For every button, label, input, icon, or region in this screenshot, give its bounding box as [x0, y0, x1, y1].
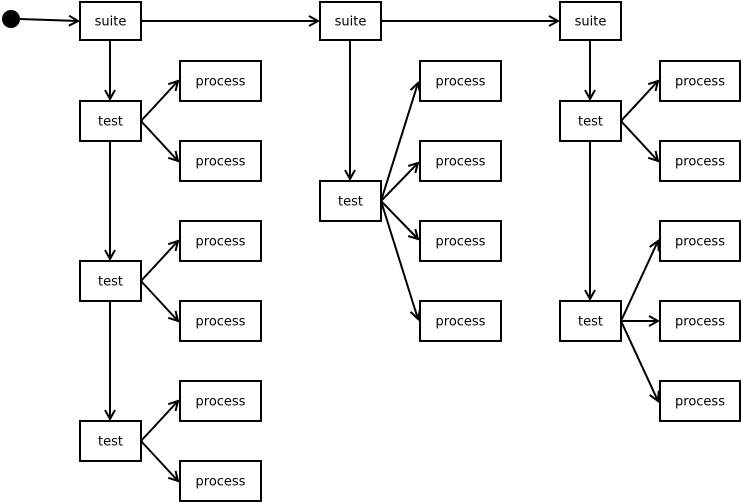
node-process-3: process [179, 220, 262, 262]
node-process-3-label: process [196, 235, 246, 250]
node-process-15: process [659, 380, 741, 422]
edge-test-6-to-process-13 [620, 241, 658, 322]
node-process-15-box [659, 380, 741, 422]
edge-test-3-to-process-6 [140, 440, 178, 481]
node-test-1-label: test [98, 115, 123, 130]
node-process-9-box [419, 220, 502, 262]
node-process-6-box [179, 460, 262, 502]
edge-start-to-suite-1 [19, 19, 78, 21]
node-process-8-label: process [436, 155, 486, 170]
node-process-12-label: process [675, 155, 725, 170]
edge-test-4-to-process-9 [380, 200, 418, 239]
node-process-10-label: process [436, 315, 486, 330]
node-suite-1-box [79, 1, 142, 41]
node-suite-2-box [319, 1, 382, 41]
node-test-5: test [559, 100, 622, 142]
node-test-4: test [319, 180, 382, 222]
node-test-3: test [79, 420, 142, 462]
node-process-8-box [419, 140, 502, 182]
node-test-4-label: test [338, 195, 363, 210]
edge-test-1-to-process-2 [140, 120, 178, 161]
node-test-1: test [79, 100, 142, 142]
node-process-4-box [179, 300, 262, 342]
node-test-3-label: test [98, 435, 123, 450]
node-process-7-label: process [436, 75, 486, 90]
node-process-14: process [659, 300, 741, 342]
edge-test-4-to-process-7 [380, 83, 418, 202]
node-process-1-label: process [196, 75, 246, 90]
node-process-13: process [659, 220, 741, 262]
node-process-14-box [659, 300, 741, 342]
node-process-11-box [659, 60, 741, 102]
node-process-7-box [419, 60, 502, 102]
node-process-2-label: process [196, 155, 246, 170]
node-process-5: process [179, 380, 262, 422]
edge-test-2-to-process-3 [140, 241, 178, 282]
edge-test-2-to-process-4 [140, 280, 178, 321]
node-process-5-box [179, 380, 262, 422]
node-process-9: process [419, 220, 502, 262]
node-test-5-label: test [578, 115, 603, 130]
node-process-13-label: process [675, 235, 725, 250]
node-process-6-label: process [196, 475, 246, 490]
node-test-6-box [559, 300, 622, 342]
node-process-2: process [179, 140, 262, 182]
node-suite-3: suite [559, 1, 622, 41]
node-process-5-label: process [196, 395, 246, 410]
node-process-12-box [659, 140, 741, 182]
node-process-6: process [179, 460, 262, 502]
node-process-10: process [419, 300, 502, 342]
edge-test-6-to-process-15 [620, 320, 658, 401]
node-suite-3-box [559, 1, 622, 41]
edge-test-3-to-process-5 [140, 401, 178, 442]
node-suite-2-label: suite [335, 15, 367, 30]
node-test-4-box [319, 180, 382, 222]
node-test-6: test [559, 300, 622, 342]
node-process-1: process [179, 60, 262, 102]
node-process-13-box [659, 220, 741, 262]
node-process-3-box [179, 220, 262, 262]
node-test-5-box [559, 100, 622, 142]
node-suite-1-label: suite [95, 15, 127, 30]
node-process-4: process [179, 300, 262, 342]
node-test-6-label: test [578, 315, 603, 330]
node-suite-1: suite [79, 1, 142, 41]
node-suite-3-label: suite [575, 15, 607, 30]
node-process-11-label: process [675, 75, 725, 90]
node-test-2-box [79, 260, 142, 302]
node-test-3-box [79, 420, 142, 462]
edge-test-4-to-process-8 [380, 163, 418, 202]
node-test-1-box [79, 100, 142, 142]
node-process-12: process [659, 140, 741, 182]
node-process-2-box [179, 140, 262, 182]
edge-test-5-to-process-12 [620, 120, 658, 161]
node-test-2-label: test [98, 275, 123, 290]
node-process-14-label: process [675, 315, 725, 330]
node-process-4-label: process [196, 315, 246, 330]
edge-test-4-to-process-10 [380, 200, 418, 319]
node-suite-2: suite [319, 1, 382, 41]
node-process-10-box [419, 300, 502, 342]
node-test-2: test [79, 260, 142, 302]
node-process-11: process [659, 60, 741, 102]
node-process-9-label: process [436, 235, 486, 250]
edge-test-1-to-process-1 [140, 81, 178, 122]
node-process-15-label: process [675, 395, 725, 410]
node-process-1-box [179, 60, 262, 102]
node-process-7: process [419, 60, 502, 102]
edge-test-5-to-process-11 [620, 81, 658, 122]
node-process-8: process [419, 140, 502, 182]
start-node-icon [2, 10, 20, 28]
